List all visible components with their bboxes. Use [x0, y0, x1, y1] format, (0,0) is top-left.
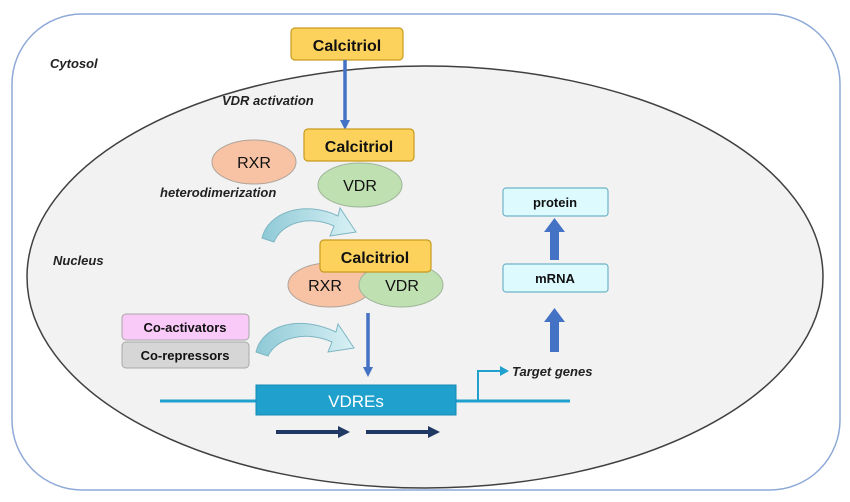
coactivators-box [121, 313, 250, 341]
heterodimerization-curved-arrow [261, 206, 357, 243]
vdr-complex-label: VDR [385, 278, 419, 295]
target-genes-label: Target genes [512, 364, 592, 379]
corepressors-label: Co-repressors [141, 348, 230, 363]
corepressors-box [121, 341, 250, 369]
calcitriol-top-label: Calcitriol [313, 38, 381, 55]
rxr-complex-label: RXR [308, 278, 342, 295]
mrna-to-protein-head [544, 218, 565, 232]
genes-to-mrna-shaft [550, 322, 559, 352]
direction-arrow-right-head [428, 426, 440, 438]
genes-to-mrna-head [544, 308, 565, 322]
vdr-free-label: VDR [343, 178, 377, 195]
cytosol-label: Cytosol [50, 56, 98, 71]
vdre-label: VDREs [328, 392, 384, 411]
cofactor-curved-arrow [255, 322, 355, 357]
protein-box [502, 187, 609, 217]
rxr-free-oval [211, 139, 297, 185]
nucleus-label: Nucleus [53, 253, 104, 268]
calcitriol-mid-box [303, 128, 415, 162]
coactivators-label: Co-activators [143, 320, 226, 335]
calcitriol-complex-label: Calcitriol [341, 250, 409, 267]
heterodimerization-label: heterodimerization [160, 185, 276, 200]
vdr-free-oval [317, 162, 403, 208]
rxr-free-label: RXR [237, 155, 271, 172]
protein-label: protein [533, 195, 577, 210]
mrna-to-protein-shaft [550, 232, 559, 260]
vdre-box [255, 384, 457, 416]
mrna-label: mRNA [535, 271, 575, 286]
transcription-start-arrowhead [500, 366, 509, 376]
transcription-start-arrow [477, 370, 500, 401]
mrna-box [502, 263, 609, 293]
calcitriol-complex-box [319, 239, 432, 273]
calcitriol-top-box [290, 27, 404, 61]
calcitriol-mid-label: Calcitriol [325, 139, 393, 156]
direction-arrow-left-head [338, 426, 350, 438]
vdr-activation-label: VDR activation [222, 93, 314, 108]
